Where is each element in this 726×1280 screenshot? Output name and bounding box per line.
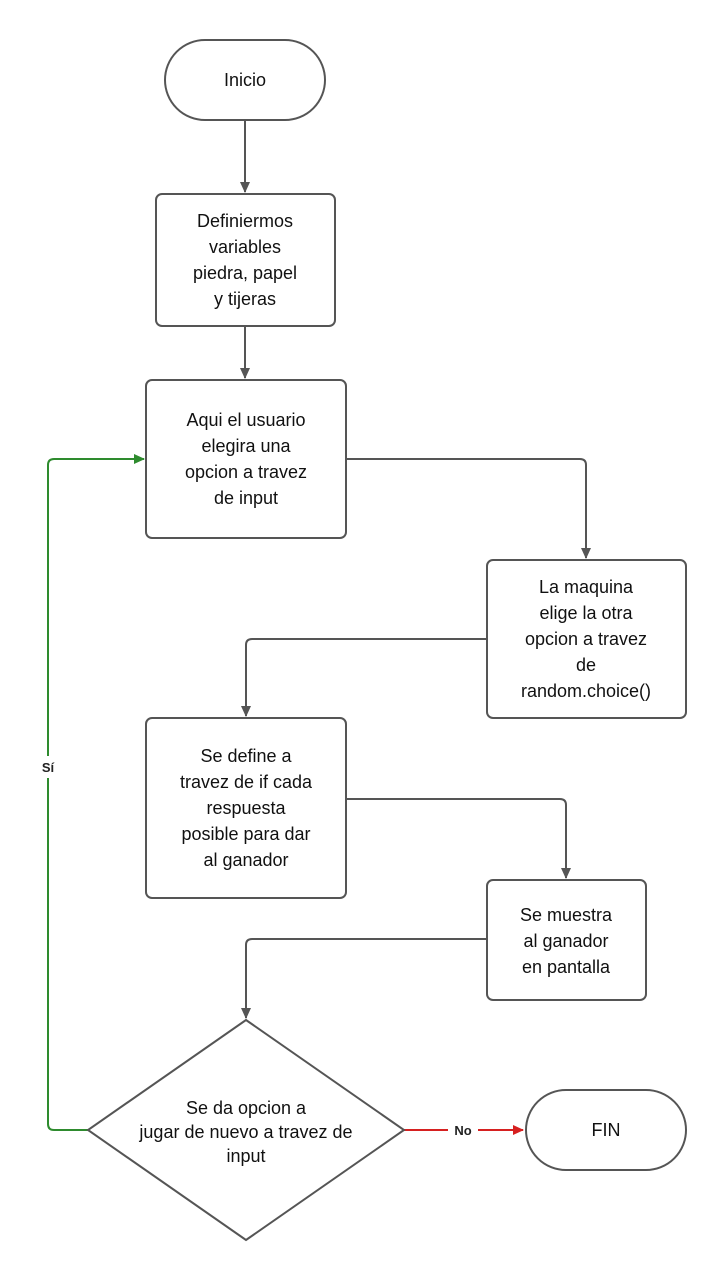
machine-choice-node [486, 559, 687, 719]
show-winner-node [486, 879, 647, 1001]
define-variables-label-line: piedra, papel [193, 263, 297, 283]
edge-define-if-muestra [346, 798, 571, 879]
user-choice-label-line: elegira una [201, 436, 291, 456]
define-winner-label-line: Se define a [200, 746, 292, 766]
edge-usuario-maquina [346, 458, 591, 559]
edge-muestra-decision [241, 938, 487, 1019]
define-winner-label-line: respuesta [206, 798, 286, 818]
end-node [525, 1089, 687, 1171]
machine-choice-label-line: opcion a travez [525, 629, 647, 649]
define-winner-label-line: al ganador [203, 850, 288, 870]
define-variables-label-line: Definiermos [197, 211, 293, 231]
no-label: No [454, 1123, 471, 1138]
user-choice-node [145, 379, 347, 539]
machine-choice-label-line: random.choice() [521, 681, 651, 701]
define-variables-label-line: y tijeras [214, 289, 276, 309]
show-winner-label-line: en pantalla [522, 957, 611, 977]
define-winner-node [145, 717, 347, 899]
start-node [164, 39, 326, 121]
define-variables-label-line: variables [209, 237, 281, 257]
user-choice-label-line: de input [214, 488, 278, 508]
start-node-label-line: Inicio [224, 70, 266, 90]
edge-decision-yes [47, 454, 145, 1131]
user-choice-label-line: Aqui el usuario [186, 410, 305, 430]
define-variables-node [155, 193, 336, 327]
define-winner-label-line: posible para dar [181, 824, 310, 844]
edge-maquina-define-if [241, 638, 487, 717]
play-again-label-line: jugar de nuevo a travez de [138, 1122, 352, 1142]
end-node-label-line: FIN [592, 1120, 621, 1140]
yes-label: Sí [42, 760, 55, 775]
play-again-label-line: input [226, 1146, 265, 1166]
machine-choice-label-line: La maquina [539, 577, 634, 597]
machine-choice-label-line: de [576, 655, 596, 675]
play-again-label-line: Se da opcion a [186, 1098, 307, 1118]
user-choice-label-line: opcion a travez [185, 462, 307, 482]
show-winner-label-line: al ganador [523, 931, 608, 951]
machine-choice-label-line: elige la otra [539, 603, 633, 623]
play-again-decision [86, 1018, 406, 1242]
show-winner-label-line: Se muestra [520, 905, 613, 925]
define-winner-label-line: travez de if cada [180, 772, 313, 792]
